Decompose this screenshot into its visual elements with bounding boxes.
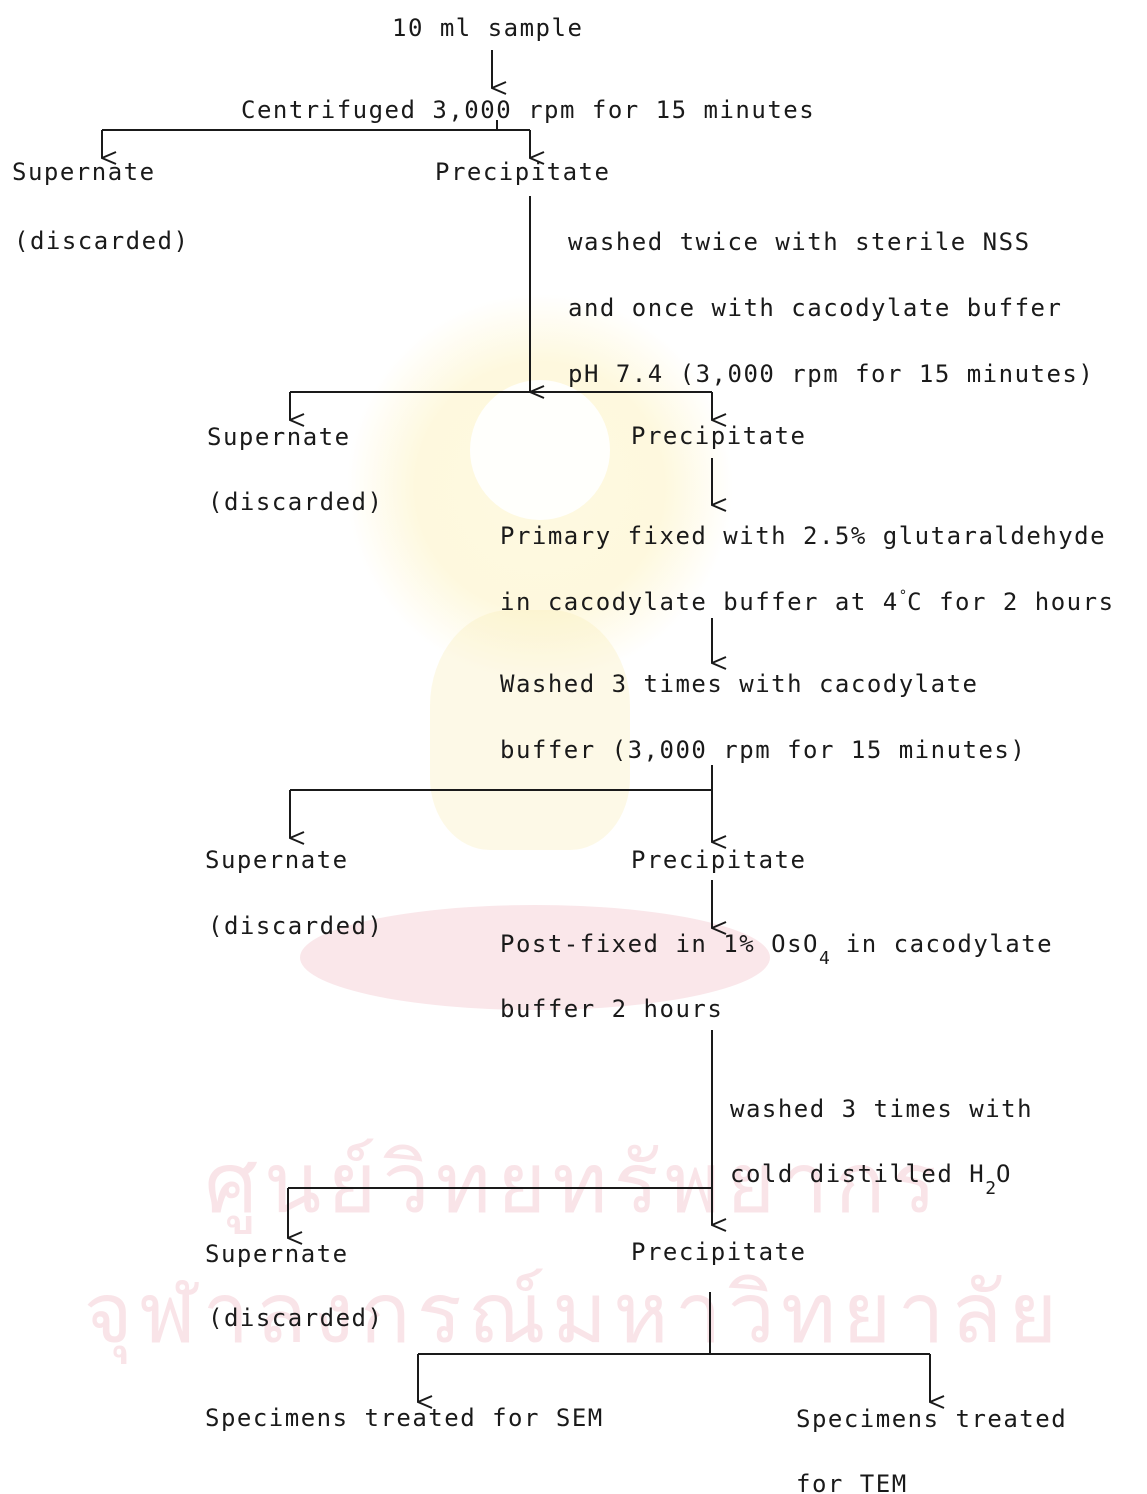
start-sample-label: 10 ml sample [392,14,584,42]
wash3-line1: washed 3 times with [730,1095,1034,1123]
discarded-label-4: (discarded) [208,1304,384,1332]
wash1-line2: and once with cacodylate buffer [568,294,1063,322]
supernate-label-1: Supernate [12,158,156,186]
precipitate-label-3: Precipitate [631,846,807,874]
wash2-line1: Washed 3 times with cacodylate [500,670,979,698]
precipitate-label-1: Precipitate [435,158,611,186]
supernate-label-2: Supernate [207,423,351,451]
primary-fix-line2-end: C for 2 hours [907,588,1115,616]
discarded-label-3: (discarded) [208,912,384,940]
tem-output-line1: Specimens treated [796,1405,1068,1433]
watermark-emblem-center [470,380,610,520]
watermark-emblem-base [300,905,770,1010]
degree-symbol: ° [898,588,908,604]
primary-fix-line2: in cacodylate buffer at 4°C for 2 hours [500,587,1115,621]
discarded-label-2: (discarded) [208,488,384,516]
watermark-text-line1: ศูนย์วิทยทรัพยากร [204,1134,943,1232]
wash2-line2: buffer (3,000 rpm for 15 minutes) [500,736,1027,764]
subscript-2: 2 [985,1178,997,1199]
precipitate-label-4: Precipitate [631,1238,807,1266]
subscript-4: 4 [818,948,830,969]
primary-fix-line2-start: in cacodylate buffer at 4 [500,588,899,616]
post-fix-line1-end: in cacodylate [829,930,1054,958]
wash1-line3: pH 7.4 (3,000 rpm for 15 minutes) [568,360,1095,388]
supernate-label-4: Supernate [205,1240,349,1268]
post-fix-line1-start: Post-fixed in 1% OsO [500,930,819,958]
wash3-line2-start: cold distilled H [730,1160,986,1188]
wash3-line2: cold distilled H2O [730,1159,1012,1199]
tem-output-line2: for TEM [796,1470,908,1494]
sem-output-label: Specimens treated for SEM [205,1404,604,1432]
discarded-label-1: (discarded) [14,227,190,255]
post-fix-line1: Post-fixed in 1% OsO4 in cacodylate [500,929,1054,969]
post-fix-line2: buffer 2 hours [500,995,724,1023]
wash1-line1: washed twice with sterile NSS [568,228,1031,256]
watermark-emblem-body [430,610,630,850]
precipitate-label-2: Precipitate [631,422,807,450]
watermark-text-line2: จุฬาลงกรณ์มหาวิทยาลัย [83,1264,1064,1362]
primary-fix-line1: Primary fixed with 2.5% glutaraldehyde [500,522,1107,550]
wash3-line2-end: O [996,1160,1012,1188]
centrifuge-step-label: Centrifuged 3,000 rpm for 15 minutes [241,96,816,124]
supernate-label-3: Supernate [205,846,349,874]
